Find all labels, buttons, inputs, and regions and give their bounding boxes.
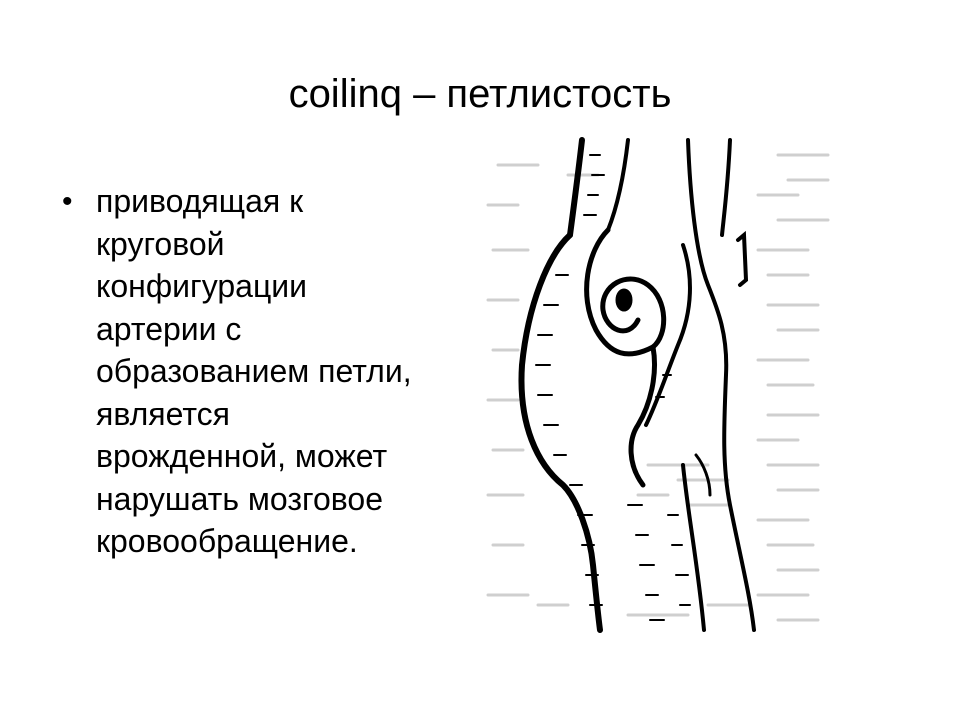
bullet-text: приводящая к круговой конфигурации артер… (96, 183, 412, 559)
right-vessel (686, 138, 756, 632)
bullet-item: • приводящая к круговой конфигурации арт… (62, 180, 462, 563)
hatching (535, 154, 691, 621)
artery-coil-illustration (478, 135, 848, 635)
artery-coil-drawing (486, 137, 830, 633)
background-texture (486, 153, 830, 622)
slide-title: coilinq – петлистость (288, 72, 672, 116)
bullet-list: • приводящая к круговой конфигурации арт… (62, 180, 462, 563)
coiled-artery (518, 137, 712, 633)
bullet-glyph: • (62, 185, 73, 218)
